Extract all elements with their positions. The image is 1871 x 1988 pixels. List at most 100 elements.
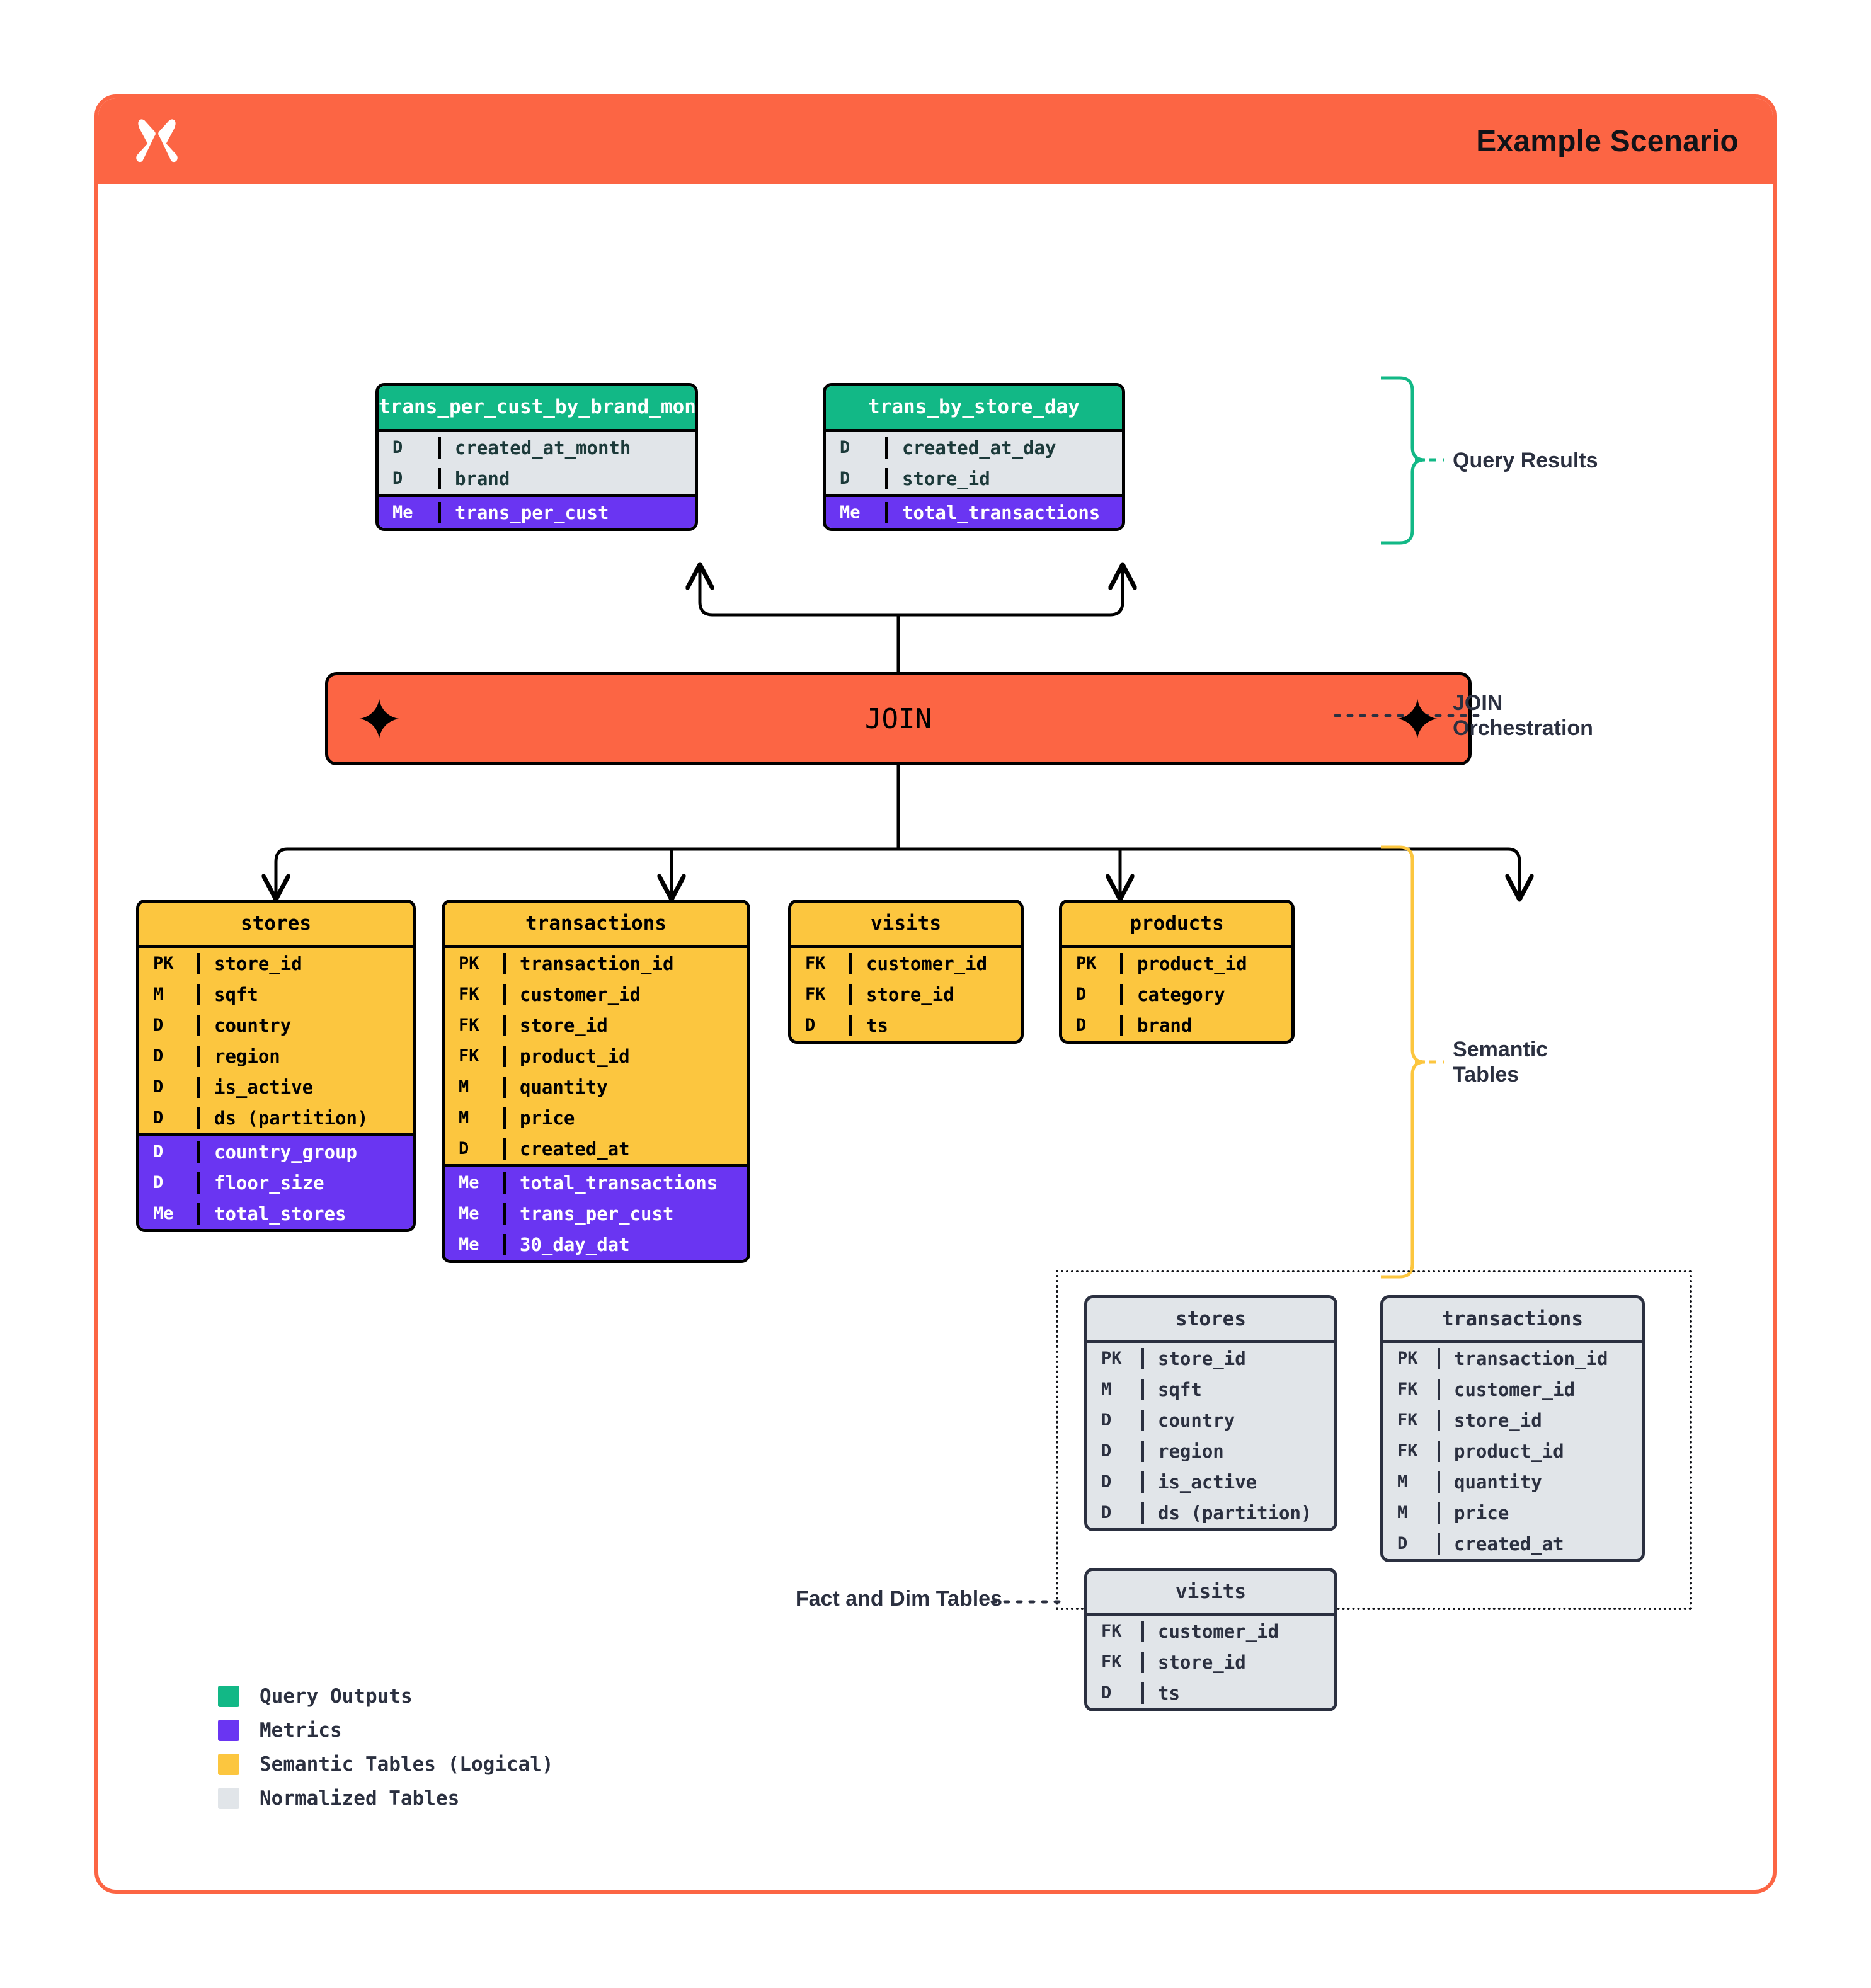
column-key: D xyxy=(153,1015,164,1035)
column-field: product_id xyxy=(1120,952,1291,974)
legend-swatch-query-outputs xyxy=(218,1686,239,1707)
column-key: D xyxy=(153,1108,164,1128)
column-field: store_id xyxy=(197,952,413,974)
column-key: D xyxy=(805,1015,816,1035)
table-title: stores xyxy=(139,903,413,948)
column-field: customer_id xyxy=(849,952,1021,974)
column-field: created_at_day xyxy=(885,437,1122,459)
table-title: visits xyxy=(791,903,1021,948)
legend-item: Query Outputs xyxy=(218,1679,554,1713)
column-key: FK xyxy=(1397,1441,1418,1461)
metric-group: Me trans_per_cust xyxy=(379,494,695,528)
column-field: customer_id xyxy=(1438,1378,1642,1400)
column-key: PK xyxy=(459,954,479,973)
table-title: stores xyxy=(1087,1298,1334,1343)
column-field: store_id xyxy=(885,467,1122,489)
column-field: trans_per_cust xyxy=(438,501,695,523)
diagram-card: Example Scenario trans_per_cust_by_brand… xyxy=(94,94,1777,1894)
query-results-bracket xyxy=(1381,376,1444,545)
column-key: PK xyxy=(1076,954,1097,973)
column-field: quantity xyxy=(503,1076,747,1098)
column-key: Me xyxy=(459,1173,479,1192)
column-field: 30_day_dat xyxy=(503,1233,747,1255)
table-row: D created_at_month xyxy=(379,432,695,463)
join-orchestration-bar[interactable]: JOIN xyxy=(325,672,1472,765)
column-field: created_at xyxy=(503,1138,747,1160)
column-field: transaction_id xyxy=(1438,1347,1642,1369)
column-field: price xyxy=(503,1107,747,1129)
legend: Query Outputs Metrics Semantic Tables (L… xyxy=(218,1679,554,1815)
legend-item: Normalized Tables xyxy=(218,1781,554,1815)
column-field: category xyxy=(1120,983,1291,1005)
column-field: created_at xyxy=(1438,1533,1642,1555)
table-row: FK customer_id xyxy=(791,948,1021,979)
column-field: quantity xyxy=(1438,1471,1642,1493)
page-title: Example Scenario xyxy=(1476,124,1739,158)
column-key: FK xyxy=(459,985,479,1004)
column-field: brand xyxy=(438,467,695,489)
column-field: sqft xyxy=(1141,1378,1334,1400)
column-key: M xyxy=(1101,1380,1112,1399)
table-row: Me total_transactions xyxy=(826,497,1122,528)
query-result-table-0[interactable]: trans_per_cust_by_brand_month D created_… xyxy=(375,383,698,531)
column-key: D xyxy=(1101,1441,1112,1461)
legend-label: Metrics xyxy=(260,1719,342,1742)
column-key: D xyxy=(840,469,850,488)
legend-label: Semantic Tables (Logical) xyxy=(260,1753,554,1776)
column-field: sqft xyxy=(197,983,413,1005)
table-row: D created_at_day xyxy=(826,432,1122,463)
legend-swatch-semantic-tables xyxy=(218,1754,239,1775)
column-key: FK xyxy=(1101,1621,1122,1641)
legend-item: Metrics xyxy=(218,1713,554,1747)
column-field: customer_id xyxy=(1141,1620,1334,1642)
column-field: ds (partition) xyxy=(197,1107,413,1129)
column-field: region xyxy=(197,1045,413,1067)
sparkle-icon xyxy=(1397,699,1438,739)
table-title: products xyxy=(1062,903,1291,948)
table-title: trans_per_cust_by_brand_month xyxy=(379,386,695,432)
column-field: store_id xyxy=(503,1014,747,1036)
query-result-table-1[interactable]: trans_by_store_day D created_at_day D st… xyxy=(823,383,1125,531)
fact-and-dim-container xyxy=(1056,1270,1692,1610)
dimension-group: D created_at_month D brand xyxy=(379,432,695,494)
column-key: M xyxy=(153,985,164,1004)
annotation-join-orchestration: JOIN Orchestration xyxy=(1453,691,1593,741)
column-field: ts xyxy=(1141,1682,1334,1704)
column-key: FK xyxy=(805,954,826,973)
butterfly-x-logo-icon xyxy=(136,119,178,163)
column-key: D xyxy=(840,438,850,457)
join-orchestration-connector xyxy=(1334,714,1484,717)
column-field: floor_size xyxy=(197,1172,413,1194)
column-key: PK xyxy=(153,954,174,973)
